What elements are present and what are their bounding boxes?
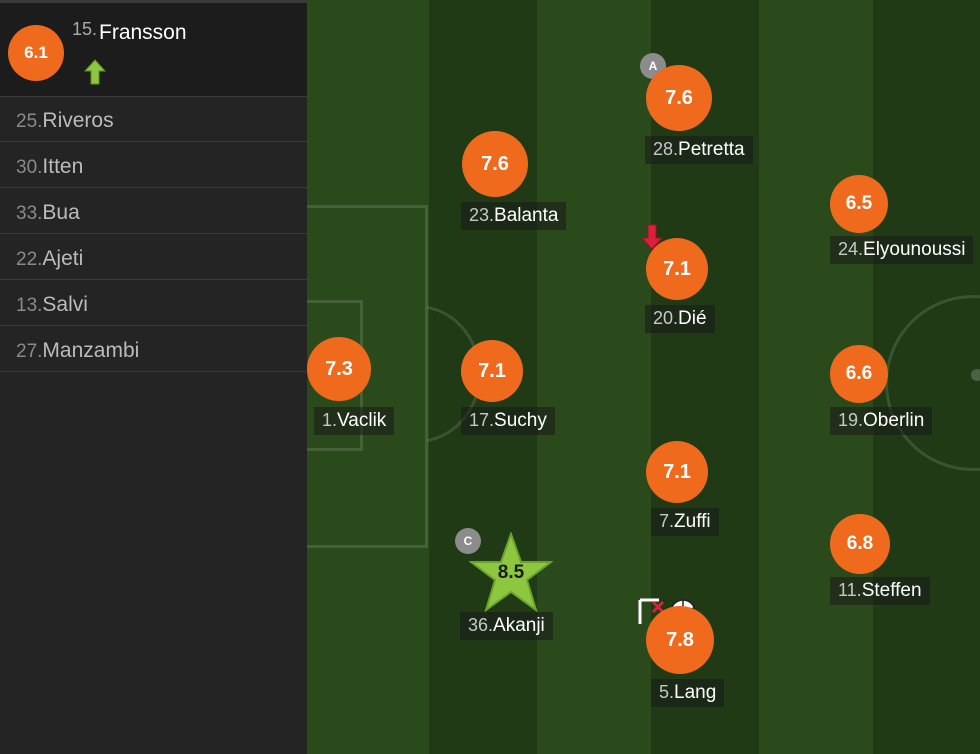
captain-badge: C xyxy=(455,528,481,554)
player-name: Elyounoussi xyxy=(863,239,966,260)
player-name: Itten xyxy=(42,155,84,178)
player-name: Dié xyxy=(678,308,707,329)
rating-badge: 6.6 xyxy=(830,345,888,403)
substitute-row[interactable]: 33.Bua xyxy=(0,189,307,234)
man-of-match-star-icon xyxy=(468,531,554,613)
rating-badge: 7.1 xyxy=(646,441,708,503)
player-number: 25. xyxy=(16,111,43,132)
pitch: 7.3 1.Vaclik 7.6 23.Balanta 7.1 17.Suchy… xyxy=(307,0,980,754)
player-number: 24. xyxy=(838,239,864,259)
center-spot xyxy=(971,369,980,381)
player-number: 27. xyxy=(16,341,43,362)
player-name: Riveros xyxy=(42,109,114,132)
player-label: 7.Zuffi xyxy=(651,508,719,536)
player-number: 15. xyxy=(72,19,98,39)
player-name: Bua xyxy=(42,201,80,224)
player-name: Suchy xyxy=(494,410,547,431)
player-label: 5.Lang xyxy=(651,679,725,707)
substitute-row[interactable]: 22.Ajeti xyxy=(0,235,307,280)
player-name: Lang xyxy=(674,682,717,703)
substitute-row[interactable]: 25.Riveros xyxy=(0,97,307,142)
player-name: Petretta xyxy=(678,139,745,160)
rating-value: 8.5 xyxy=(497,562,525,583)
player-name: Vaclik xyxy=(337,410,387,431)
player-number: 5. xyxy=(659,682,675,702)
player-number: 17. xyxy=(469,410,495,430)
rating-badge: 7.1 xyxy=(461,340,523,402)
rating-badge: 7.6 xyxy=(462,131,528,197)
rating-badge: 6.8 xyxy=(830,514,890,574)
player-name: Zuffi xyxy=(674,511,711,532)
player-name: Steffen xyxy=(861,580,922,601)
rating-badge: 6.5 xyxy=(830,175,888,233)
player-label: 24.Elyounoussi xyxy=(830,236,974,264)
player-name: Manzambi xyxy=(42,339,140,362)
player-number: 30. xyxy=(16,157,43,178)
player-label: 20.Dié xyxy=(645,305,715,333)
player-label: 36.Akanji xyxy=(460,612,553,640)
penalty-box xyxy=(307,205,428,548)
player-number: 7. xyxy=(659,511,675,531)
player-label: 23.Balanta xyxy=(461,202,567,230)
player-label: 19.Oberlin xyxy=(830,407,933,435)
player-number: 1. xyxy=(322,410,338,430)
player-name: Oberlin xyxy=(863,410,925,431)
panel-top-divider xyxy=(0,0,307,3)
rating-badge: 7.1 xyxy=(646,238,708,300)
substitute-row[interactable]: 30.Itten xyxy=(0,143,307,188)
rating-badge: 7.8 xyxy=(646,606,714,674)
player-name: Akanji xyxy=(493,615,545,636)
player-name: Balanta xyxy=(494,205,559,226)
rating-badge: 7.6 xyxy=(646,65,712,131)
sub-in-arrow-icon xyxy=(83,59,107,90)
player-label: 28.Petretta xyxy=(645,136,753,164)
substitute-row-active[interactable]: 6.1 15. Fransson xyxy=(0,3,307,97)
player-number: 11. xyxy=(838,580,862,600)
player-name: Ajeti xyxy=(42,247,84,270)
substitute-row[interactable]: 27.Manzambi xyxy=(0,327,307,372)
player-name: Fransson xyxy=(99,21,187,44)
player-number: 23. xyxy=(469,205,495,225)
player-label: 1.Vaclik xyxy=(314,407,395,435)
sub-out-arrow-icon xyxy=(640,224,664,255)
player-number: 36. xyxy=(468,615,494,635)
rating-badge: 6.1 xyxy=(8,25,64,81)
player-number: 33. xyxy=(16,203,43,224)
player-number: 28. xyxy=(653,139,679,159)
pitch-stripe xyxy=(537,0,651,754)
substitute-row[interactable]: 13.Salvi xyxy=(0,281,307,326)
player-number: 22. xyxy=(16,249,43,270)
player-label: 17.Suchy xyxy=(461,407,555,435)
player-number: 20. xyxy=(653,308,679,328)
substitutes-panel: 6.1 15. Fransson 25.Riveros 30.Itten 33.… xyxy=(0,0,307,754)
player-name: Salvi xyxy=(42,293,88,316)
player-label: 11.Steffen xyxy=(830,577,930,605)
rating-badge: 7.3 xyxy=(307,337,371,401)
player-number: 19. xyxy=(838,410,864,430)
player-number: 13. xyxy=(16,295,43,316)
